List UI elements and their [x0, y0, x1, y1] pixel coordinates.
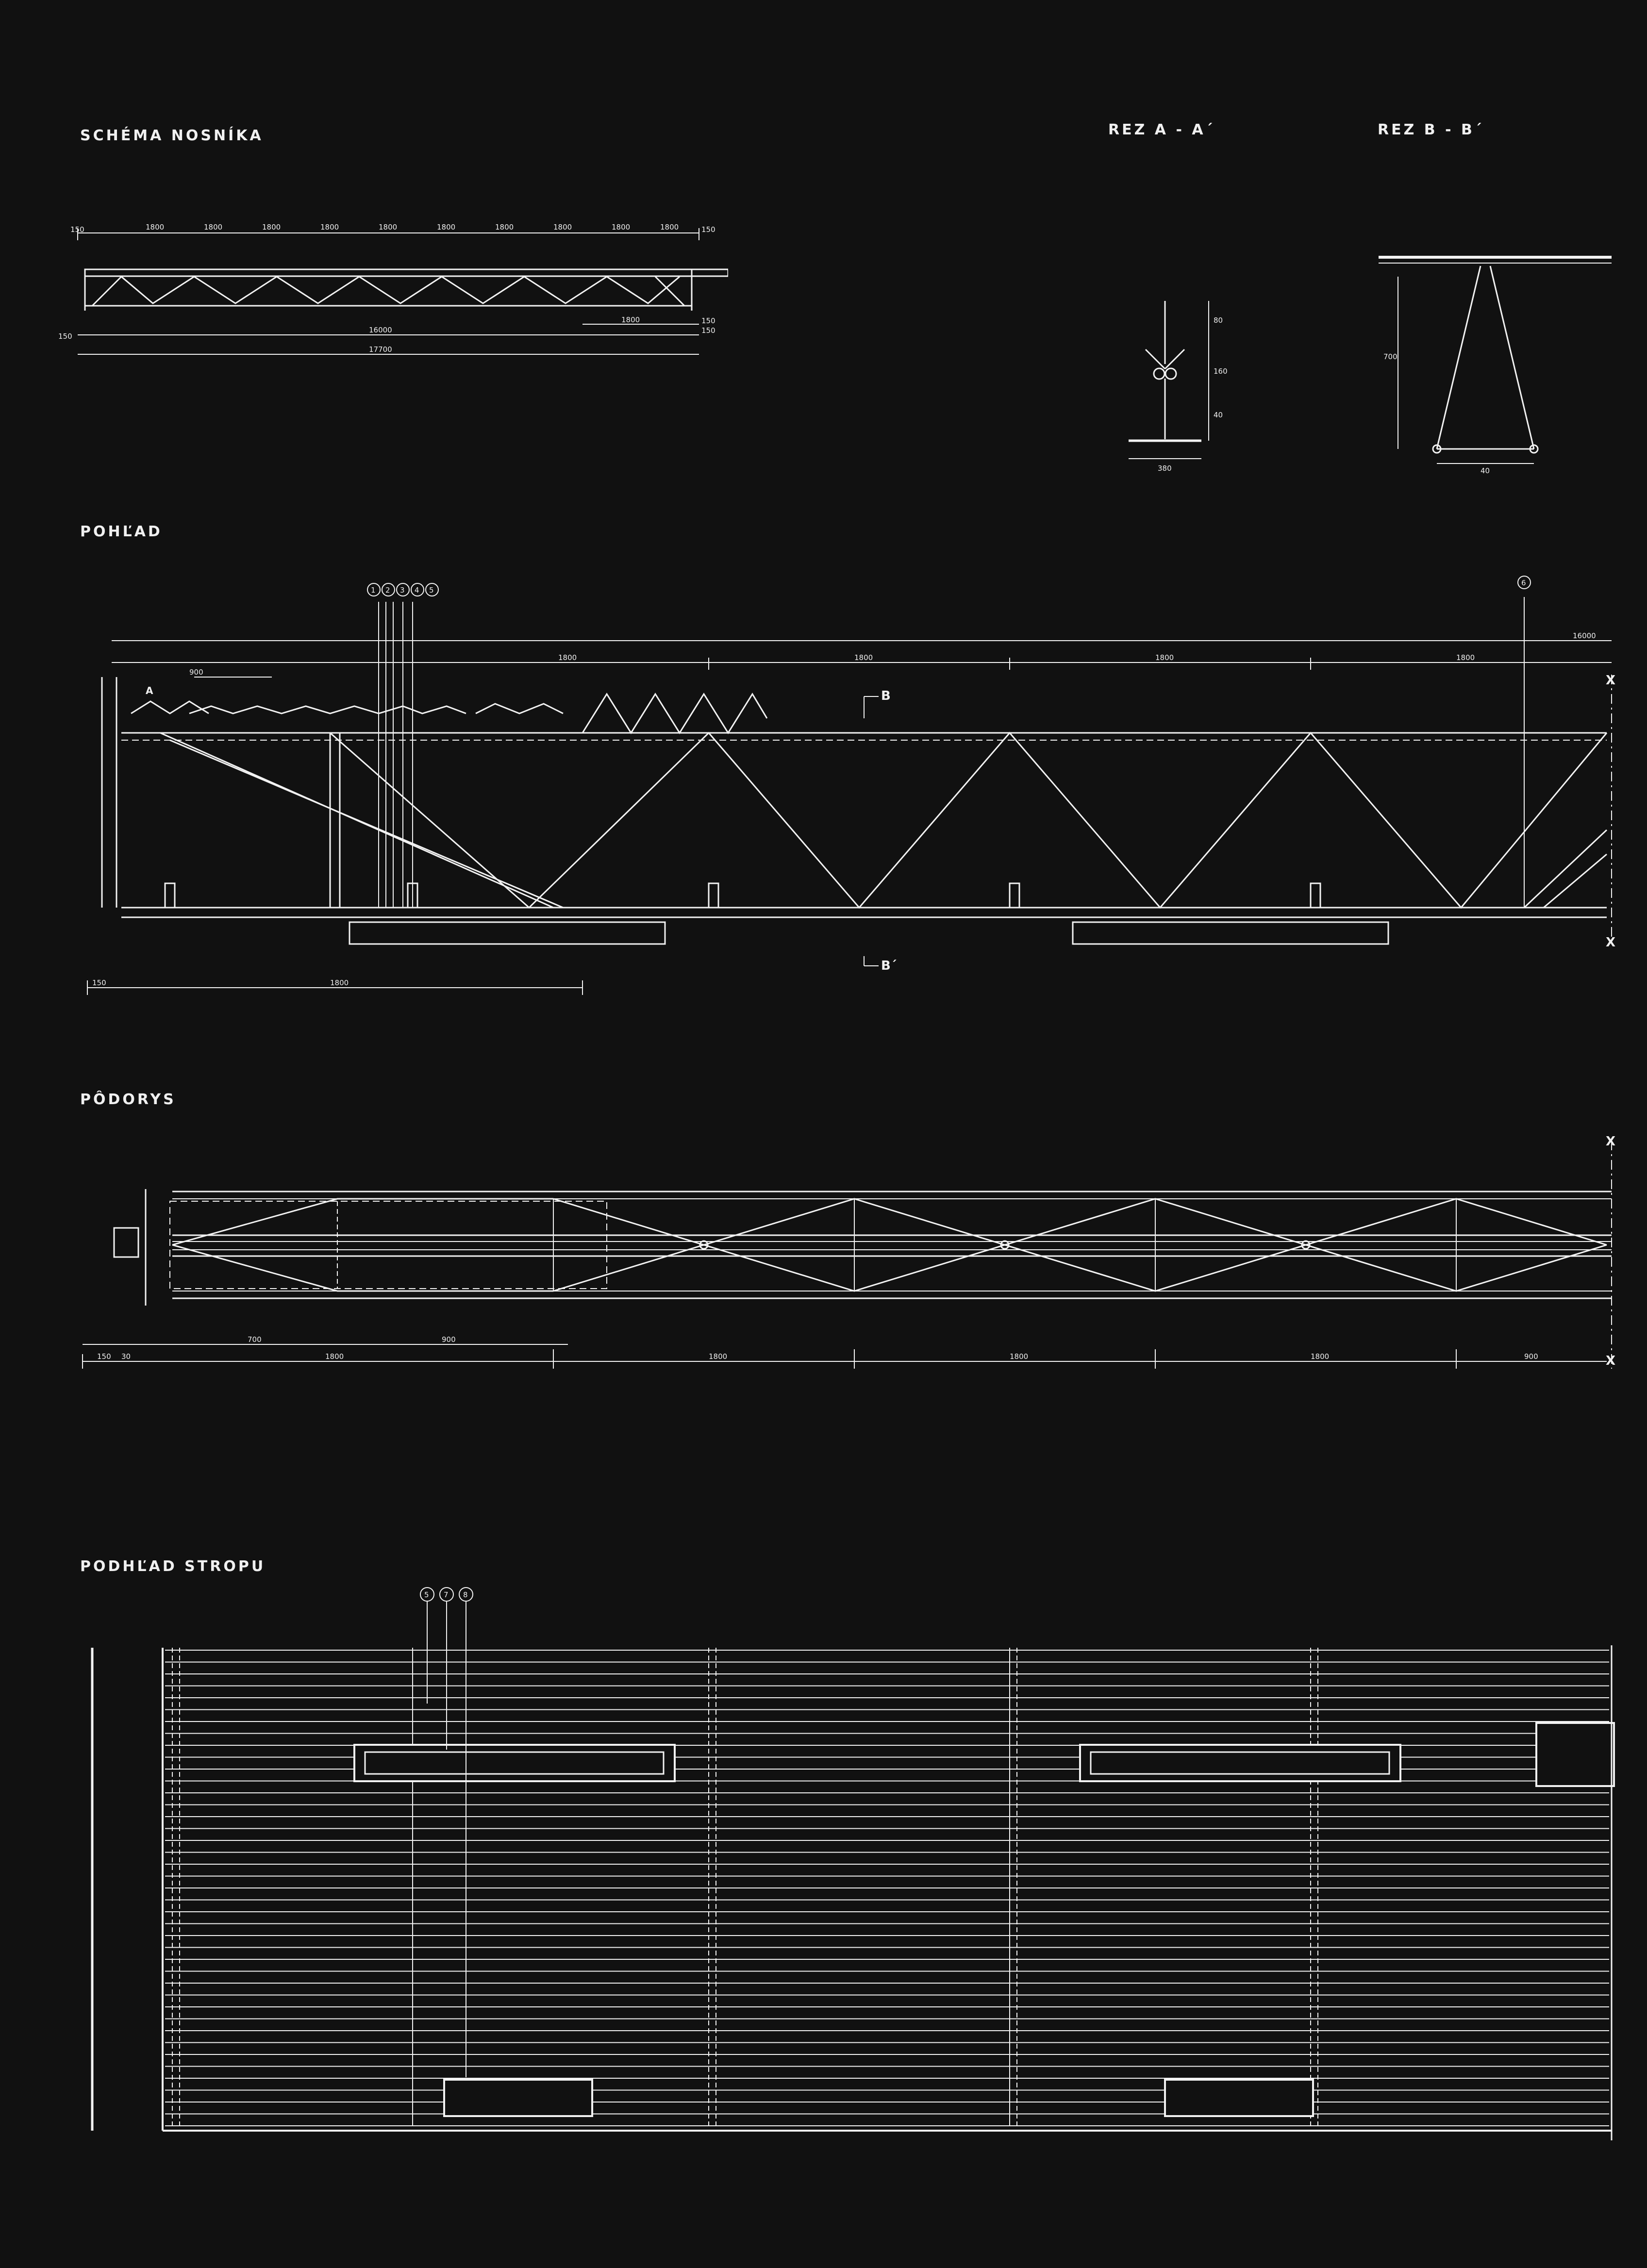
pohlad-labels: 1800 1800 1800 1800 16000 900 150 1800 B…: [92, 631, 1615, 987]
rez-a-dim-bottom: 380: [1158, 464, 1172, 473]
schema-dim-side-bottom: 150: [701, 326, 715, 335]
rez-a-dim-2: 160: [1214, 367, 1228, 376]
rez-b-dim-height: 700: [1383, 352, 1397, 361]
podorys-dim: 1800: [325, 1352, 344, 1361]
podhlad-title: PODHĽAD STROPU: [80, 1558, 266, 1575]
podorys-dim: 150: [97, 1352, 111, 1361]
podhlad-marker: 5: [420, 1587, 434, 1602]
rez-a-linework: [1129, 301, 1209, 459]
rez-b-labels: 700 40: [1383, 352, 1490, 475]
svg-text:7: 7: [444, 1590, 449, 1599]
pohlad-title: POHĽAD: [80, 523, 163, 540]
schema-dim: 1800: [204, 223, 222, 232]
rez-a-section: 80 160 40 380: [1129, 301, 1228, 473]
schema-dim-side-top: 150: [701, 316, 715, 325]
pohlad-dim: 1800: [558, 653, 577, 662]
rez-b-dim-bottom: 40: [1481, 466, 1490, 475]
podorys-dim: 900: [442, 1335, 456, 1344]
pohlad-marker: 2: [382, 583, 395, 596]
axis-mark-top: X: [1606, 673, 1615, 688]
pohlad-dim: 1800: [1155, 653, 1174, 662]
pohlad-view: 1 2 3 4 5 6 1800 1800 1800 1800 16000 90…: [87, 576, 1615, 995]
pohlad-marker: 3: [396, 583, 410, 596]
pohlad-linework: [87, 597, 1612, 995]
svg-text:3: 3: [400, 586, 405, 595]
rez-b-section: 700 40: [1379, 256, 1612, 475]
svg-text:4: 4: [415, 586, 419, 595]
schema-dim: 1800: [495, 223, 514, 232]
svg-text:5: 5: [429, 586, 434, 595]
pohlad-dim-end: 16000: [1573, 631, 1596, 640]
schema-dim-overall: 17700: [369, 345, 392, 354]
schema-dim-right: 150: [701, 225, 715, 234]
svg-text:1: 1: [371, 586, 376, 595]
rez-b-linework: [1379, 256, 1612, 464]
rez-b-title: REZ B - B´: [1378, 121, 1484, 138]
schema-linework: [77, 228, 728, 355]
schema-dim: 1800: [612, 223, 630, 232]
schema-dim: 1800: [553, 223, 572, 232]
podorys-dim: 1800: [1010, 1352, 1028, 1361]
rez-a-dim-3: 40: [1214, 411, 1223, 419]
schema-dim-left-mark: 150: [58, 332, 72, 341]
rez-a-title: REZ A - A´: [1108, 121, 1215, 138]
svg-text:2: 2: [385, 586, 390, 595]
pohlad-dim-left: 900: [189, 668, 203, 677]
podhlad-ceiling: 5 7 8: [91, 1587, 1615, 2140]
schema-dimension-labels: 150 1800 1800 1800 1800 1800 1800 1800 1…: [58, 223, 715, 354]
podorys-dim: 1800: [1311, 1352, 1329, 1361]
svg-text:8: 8: [463, 1590, 468, 1599]
schema-diagram: 150 1800 1800 1800 1800 1800 1800 1800 1…: [58, 223, 728, 355]
podhlad-linework: [91, 1602, 1615, 2140]
schema-dim-total: 16000: [369, 326, 392, 334]
pohlad-dim: 1800: [854, 653, 873, 662]
section-mark-a: A: [146, 685, 153, 696]
podhlad-marker: 7: [439, 1587, 454, 1602]
svg-text:5: 5: [424, 1590, 429, 1599]
ceiling-slats: [165, 1650, 1609, 2126]
axis-mark-bottom: X: [1606, 1354, 1615, 1368]
podorys-plan: 150 30 700 1800 900 1800 1800 1800 900 X…: [82, 1134, 1615, 1369]
schema-dim: 1800: [320, 223, 339, 232]
schema-dim: 1800: [262, 223, 281, 232]
podorys-title: PÔDORYS: [80, 1091, 176, 1108]
podhlad-marker: 8: [459, 1587, 473, 1602]
pohlad-marker: 5: [425, 583, 439, 596]
schema-dim: 1800: [660, 223, 679, 232]
rez-a-dim-1: 80: [1214, 316, 1223, 325]
schema-dim: 1800: [379, 223, 397, 232]
pohlad-marker: 1: [367, 583, 381, 596]
pohlad-dim: 1800: [1456, 653, 1475, 662]
schema-title: SCHÉMA NOSNÍKA: [80, 127, 264, 144]
podorys-linework: [82, 1141, 1612, 1369]
podorys-dim: 30: [121, 1352, 131, 1361]
podorys-labels: 150 30 700 1800 900 1800 1800 1800 900 X…: [97, 1134, 1615, 1368]
section-mark-b-top: B: [881, 689, 891, 703]
svg-text:6: 6: [1521, 579, 1526, 587]
pohlad-dim-bottom-span: 1800: [330, 978, 349, 987]
schema-dim-left: 150: [70, 225, 84, 234]
pohlad-marker-right: 6: [1517, 576, 1531, 589]
axis-mark-top: X: [1606, 1134, 1615, 1149]
section-mark-b-bottom: B´: [881, 959, 897, 973]
axis-mark-bottom: X: [1606, 935, 1615, 950]
pohlad-dim-bottom-left: 150: [92, 978, 106, 987]
rez-a-labels: 80 160 40 380: [1158, 316, 1228, 473]
schema-dim-right-part: 1800: [621, 315, 640, 324]
pohlad-markers: 1 2 3 4 5 6: [367, 576, 1531, 596]
podorys-dim: 700: [248, 1335, 262, 1344]
pohlad-marker: 4: [411, 583, 424, 596]
podorys-dim: 1800: [709, 1352, 727, 1361]
schema-dim: 1800: [146, 223, 164, 232]
schema-dim: 1800: [437, 223, 455, 232]
podorys-dim: 900: [1524, 1352, 1538, 1361]
podhlad-markers: 5 7 8: [420, 1587, 473, 1602]
